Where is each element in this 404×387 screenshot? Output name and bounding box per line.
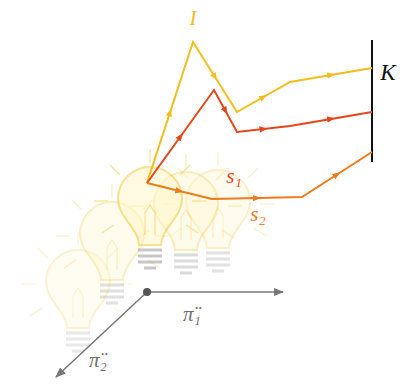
axis-label: π̈₁	[183, 304, 201, 325]
path-label: s₂	[250, 204, 265, 225]
screen-label: K	[380, 61, 395, 84]
path-label: I	[190, 8, 197, 29]
path-label: s₁	[226, 166, 241, 187]
axis-label: π̈₂	[89, 350, 107, 371]
